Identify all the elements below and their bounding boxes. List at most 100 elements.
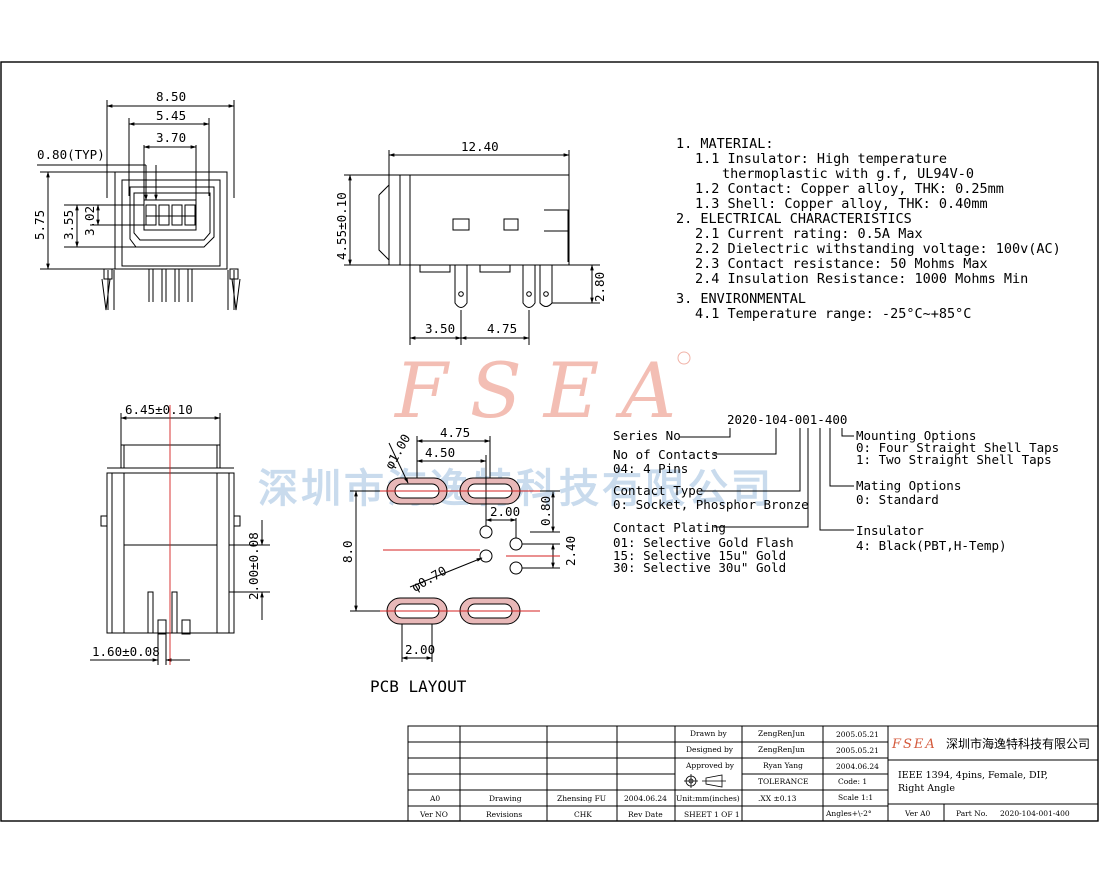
dim-slot-height: 2.00±0.08: [246, 532, 261, 600]
pcb-pin-hole: [479, 549, 493, 563]
rev-checker: Zhensing FU: [557, 794, 606, 803]
designed-label: Designed by: [686, 745, 734, 754]
pcb-pin-hole: [479, 525, 493, 539]
spec-line: thermoplastic with g.f, UL94V-0: [722, 166, 974, 182]
units: Unit:mm(inches): [676, 794, 740, 803]
company-name: 深圳市海逸特科技有限公司: [946, 736, 1090, 751]
title-block: [407, 725, 1099, 822]
angle-tolerance: Angles+\-2°: [825, 809, 872, 818]
dim-pin-spacing: 2.00: [490, 504, 520, 519]
front-view: [37, 100, 241, 311]
dim-pin-offset: 0.80: [538, 496, 553, 526]
spec-line: 4.1 Temperature range: -25°C~+85°C: [695, 306, 971, 322]
side-view-dims: 12.40 4.55±0.10 2.80 3.50 4.75: [334, 139, 607, 336]
dim-leg-length: 2.80: [592, 272, 607, 302]
dim-pin-pitch: 0.80(TYP): [37, 147, 105, 162]
spec-line: 2. ELECTRICAL CHARACTERISTICS: [676, 211, 912, 227]
code: Code: 1: [838, 777, 867, 786]
title-block-text: Drawn by ZengRenJun 2005.05.21 Designed …: [419, 729, 1090, 819]
sheet-count: SHEET 1 OF 1: [684, 810, 740, 819]
pn-right-label: Mounting Options: [856, 428, 976, 443]
spec-line: 3. ENVIRONMENTAL: [676, 291, 806, 307]
watermark-logo: FSEA: [393, 346, 698, 435]
rev-description: Drawing: [489, 794, 522, 803]
part-number-code: 2020-104-001-400: [727, 412, 847, 427]
header-rev-date: Rev Date: [628, 810, 663, 819]
company-logo: FSEA: [891, 737, 937, 752]
dim-leg-spacing: 4.75: [487, 321, 517, 336]
spec-line: 2.2 Dielectric withstanding voltage: 100…: [695, 241, 1061, 257]
dim-slot-height: 8.0: [340, 540, 355, 563]
approved-name: Ryan Yang: [763, 761, 803, 770]
pn-right-label: Mating Options: [856, 478, 961, 493]
dim-length: 12.40: [461, 139, 499, 154]
dim-height-tongue: 3.02: [82, 206, 97, 236]
pn-right-label: 0: Four Straight Shell Taps: [856, 440, 1059, 455]
version: Ver A0: [904, 809, 931, 818]
dim-slot-spacing: 4.50: [425, 445, 455, 460]
drawn-label: Drawn by: [690, 729, 728, 738]
dim-body-height: 4.55±0.10: [334, 192, 349, 260]
rev-date: 2004.06.24: [624, 794, 667, 803]
specifications: 1. MATERIAL: 1.1 Insulator: High tempera…: [676, 136, 1061, 322]
pn-left-label: Series No: [613, 428, 681, 443]
header-ver: Ver NO: [419, 810, 448, 819]
pn-left-label: 30: Selective 30u" Gold: [613, 560, 786, 575]
dim-pin-diameter: φ0.70: [409, 563, 449, 595]
bottom-view: [90, 413, 270, 665]
scale: Scale 1:1: [838, 793, 873, 802]
dim-height-opening: 3.55: [61, 210, 76, 240]
spec-line: 1.1 Insulator: High temperature: [695, 151, 947, 167]
pcb-layout-title: PCB LAYOUT: [370, 677, 467, 696]
part-number-breakdown: 2020-104-001-400 Series No No of Contact…: [613, 412, 1059, 575]
spec-line: 2.3 Contact resistance: 50 Mohms Max: [695, 256, 988, 272]
pcb-center-lines: [380, 490, 560, 612]
part-number-leaders: [680, 428, 854, 531]
pn-right-label: 0: Standard: [856, 492, 939, 507]
spec-line: 1.2 Contact: Copper alloy, THK: 0.25mm: [695, 181, 1004, 197]
part-no-value: 2020-104-001-400: [1000, 809, 1070, 818]
part-description-2: Right Angle: [898, 783, 955, 794]
drawn-name: ZengRenJun: [758, 729, 805, 738]
dim-width-tongue: 3.70: [156, 130, 186, 145]
projection-symbol-icon: [684, 774, 726, 788]
registered-mark-icon: [677, 351, 691, 365]
side-view: [344, 150, 600, 345]
dim-width-opening: 5.45: [156, 108, 186, 123]
pn-left-label: Contact Plating: [613, 520, 726, 535]
pn-right-label: 4: Black(PBT,H-Temp): [856, 538, 1007, 553]
approved-label: Approved by: [685, 761, 735, 770]
front-view-dims: 8.50 5.45 3.70 0.80(TYP) 5.75 3.55 3.02: [32, 89, 186, 240]
pn-left-label: 0: Socket, Phosphor Bronze: [613, 497, 809, 512]
bottom-view-dims: 6.45±0.10 2.00±0.08 1.60±0.08: [92, 402, 261, 659]
header-revisions: Revisions: [486, 810, 522, 819]
pn-left-label: 15: Selective 15u" Gold: [613, 548, 786, 563]
pn-left-label: No of Contacts: [613, 447, 718, 462]
rev-ver: A0: [429, 794, 440, 803]
pn-right-label: Insulator: [856, 523, 924, 538]
dim-slot-pitch: 4.75: [440, 425, 470, 440]
dim-height-total: 5.75: [32, 210, 47, 240]
dim-leg-offset: 3.50: [425, 321, 455, 336]
pcb-pin-hole: [509, 561, 523, 575]
dim-width-total: 8.50: [156, 89, 186, 104]
drawn-date: 2005.05.21: [836, 730, 879, 739]
pn-left-label: Contact Type: [613, 483, 703, 498]
designed-date: 2005.05.21: [836, 746, 879, 755]
header-chk: CHK: [574, 810, 592, 819]
watermark: FSEA 深圳市海逸特科技有限公司: [258, 346, 771, 512]
dim-slot-width: 2.00: [405, 642, 435, 657]
part-description-1: IEEE 1394, 4pins, Female, DIP,: [898, 770, 1048, 781]
dim-shell-width: 6.45±0.10: [125, 402, 193, 417]
pcb-pin-hole: [509, 537, 523, 551]
designed-name: ZengRenJun: [758, 745, 805, 754]
pn-left-label: 01: Selective Gold Flash: [613, 535, 794, 550]
tolerance-value: .XX ±0.13: [758, 794, 797, 803]
dim-pin-pitch: 2.40: [563, 536, 578, 566]
pn-right-label: 1: Two Straight Shell Taps: [856, 452, 1052, 467]
spec-line: 1. MATERIAL:: [676, 136, 774, 152]
spec-line: 2.4 Insulation Resistance: 1000 Mohms Mi…: [695, 271, 1028, 287]
spec-line: 1.3 Shell: Copper alloy, THK: 0.40mm: [695, 196, 988, 212]
tolerance-label: TOLERANCE: [758, 777, 808, 786]
